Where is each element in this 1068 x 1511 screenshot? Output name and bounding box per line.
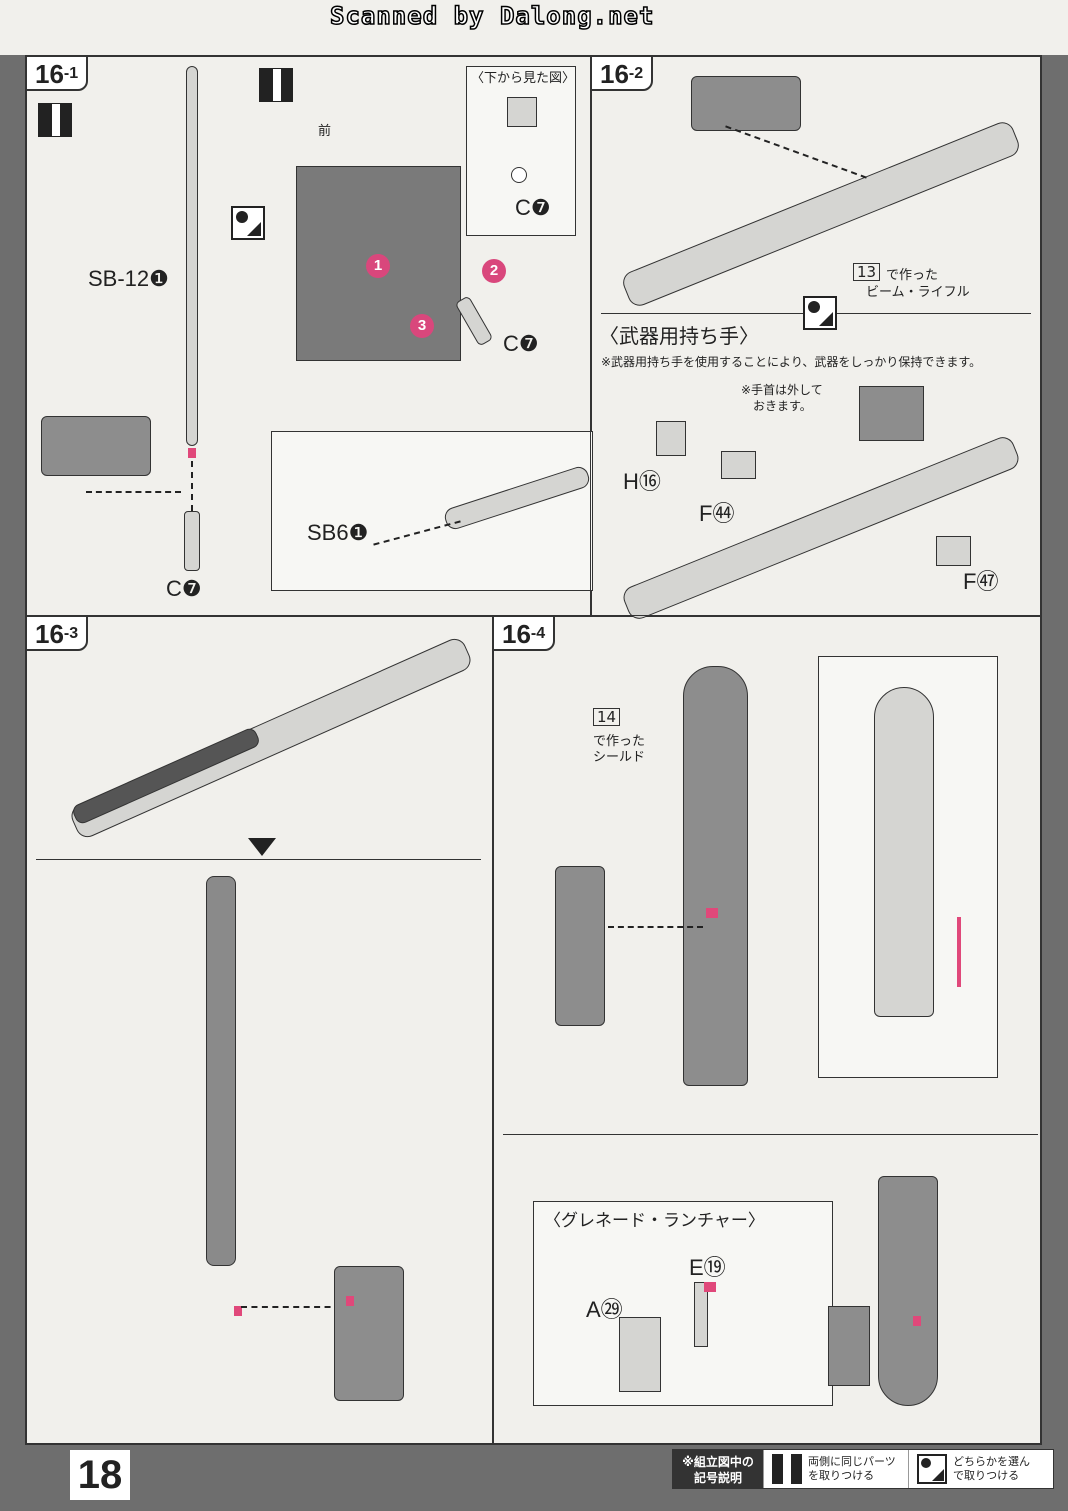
step-16-1-panel: 16-1 SB-12❶ C❼ 前 1 2 3 C❼ 〈下から見た図〉 C❼ SB… — [25, 55, 593, 617]
legend-item-both-sides: 両側に同じパーツを取りつける — [763, 1450, 908, 1488]
note-text: おきます。 — [753, 399, 812, 413]
legend-title-line: ※組立図中の — [682, 1455, 754, 1469]
step-label: 16-2 — [590, 55, 654, 91]
guide-line — [373, 520, 461, 546]
part-label: F㊼ — [963, 569, 999, 594]
beam-rifle — [619, 433, 1023, 623]
ref-step-number: 13 — [853, 263, 881, 281]
part-label: SB-12❶ — [88, 266, 169, 291]
choose-one-icon — [917, 1454, 947, 1484]
step-label: 16-1 — [25, 55, 89, 91]
note-text: ※手首は外して — [741, 383, 823, 397]
step-number-2: 2 — [482, 259, 506, 283]
legend-text: 両側に同じパーツ — [808, 1455, 896, 1468]
choose-one-icon — [231, 206, 265, 240]
legend-item-choose-one: どちらかを選んで取りつける — [908, 1450, 1053, 1488]
guide-line — [608, 926, 703, 928]
legend-title: ※組立図中の記号説明 — [673, 1450, 763, 1488]
both-sides-icon — [772, 1454, 802, 1484]
hand-part-f44 — [721, 451, 756, 479]
legend-text: で取りつける — [953, 1469, 1020, 1482]
hand-part-f47 — [936, 536, 971, 566]
part-label: A㉙ — [586, 1297, 623, 1322]
bottom-view-label: 〈下から見た図〉 — [471, 71, 576, 86]
beam-saber-blade — [186, 66, 198, 446]
page-number: 18 — [70, 1450, 130, 1500]
step-label: 16-3 — [25, 615, 89, 651]
grenade-part-a29 — [619, 1317, 661, 1392]
hand-part — [334, 1266, 404, 1401]
part-label: H⑯ — [623, 469, 661, 494]
ref-text: ビーム・ライフル — [866, 285, 970, 300]
saber-insert-callout: SB6❶ — [271, 431, 593, 591]
symbol-legend: ※組立図中の記号説明 両側に同じパーツを取りつける どちらかを選んで取りつける — [672, 1449, 1054, 1489]
part-label: C❼ — [503, 331, 539, 356]
both-sides-icon — [38, 103, 72, 137]
bottom-view-callout: 〈下から見た図〉 C❼ — [466, 66, 576, 236]
guide-line — [191, 461, 193, 511]
guide-line — [725, 125, 867, 179]
ref-text: シールド — [593, 750, 646, 765]
note-text: ※武器用持ち手を使用することにより、武器をしっかり保持できます。 — [601, 355, 982, 369]
rifle-vertical — [206, 876, 236, 1266]
ref-text: で作った — [886, 268, 939, 283]
wrist-part — [859, 386, 924, 441]
rifle-barrel — [442, 464, 592, 532]
both-sides-icon — [259, 68, 293, 102]
hand-part — [691, 76, 801, 131]
step-number-3: 3 — [410, 314, 434, 338]
down-arrow-icon — [248, 838, 276, 856]
step-16-3-panel: 16-3 — [25, 615, 494, 1445]
divider — [503, 1134, 1038, 1135]
hand-part-h16 — [656, 421, 686, 456]
beam-rifle — [619, 118, 1023, 310]
part-label: E⑲ — [689, 1255, 726, 1280]
front-label: 前 — [318, 124, 332, 139]
guide-line — [241, 1306, 341, 1308]
grenade-launcher-callout: 〈グレネード・ランチャー〉 E⑲ A㉙ — [533, 1201, 833, 1406]
grenade-part-e19 — [694, 1282, 708, 1347]
grenade-launcher — [828, 1306, 870, 1386]
beam-rifle — [67, 635, 475, 841]
part-bottom-view — [507, 97, 537, 127]
forearm-part — [555, 866, 605, 1026]
attach-point-marker — [234, 1306, 242, 1316]
step-16-4-panel: 16-4 14 で作った シールド 〈グレネード・ランチャー〉 E⑲ A㉙ — [492, 615, 1042, 1445]
step-16-2-panel: 16-2 13 で作った ビーム・ライフル 〈武器用持ち手〉 ※武器用持ち手を使… — [590, 55, 1042, 623]
attach-point-marker — [704, 1282, 716, 1292]
shield-slide-callout — [818, 656, 998, 1078]
choose-one-icon — [803, 296, 837, 330]
rifle-barrel-dark — [70, 726, 262, 826]
legend-title-line: 記号説明 — [693, 1471, 742, 1485]
attach-point-marker — [913, 1316, 921, 1326]
step-label: 16-4 — [492, 615, 556, 651]
part-label: C❼ — [166, 576, 202, 601]
part-label: C❼ — [515, 195, 551, 220]
attach-point-marker — [706, 908, 718, 918]
part-label: F㊹ — [699, 501, 735, 526]
legend-text: どちらかを選ん — [953, 1455, 1030, 1468]
slide-arrow-icon — [957, 917, 961, 987]
section-heading: 〈グレネード・ランチャー〉 — [544, 1211, 765, 1231]
hand-part — [41, 416, 151, 476]
attach-point-marker — [346, 1296, 354, 1306]
part-label: SB6❶ — [307, 520, 369, 545]
guide-line — [86, 491, 181, 493]
ref-text: で作った — [593, 734, 646, 749]
peg-hole — [511, 167, 527, 183]
shield — [683, 666, 748, 1086]
shield-back — [878, 1176, 938, 1406]
saber-hilt-part — [184, 511, 200, 571]
scan-credit: Scanned by Dalong.net — [329, 1, 655, 31]
ref-step-number: 14 — [593, 708, 621, 726]
legend-text: を取りつける — [808, 1469, 875, 1482]
step-number-1: 1 — [366, 254, 390, 278]
attach-point-marker — [188, 448, 196, 458]
top-margin: Scanned by Dalong.net — [0, 0, 1068, 55]
divider — [36, 859, 481, 860]
section-heading: 〈武器用持ち手〉 — [599, 324, 759, 348]
shield — [874, 687, 934, 1017]
